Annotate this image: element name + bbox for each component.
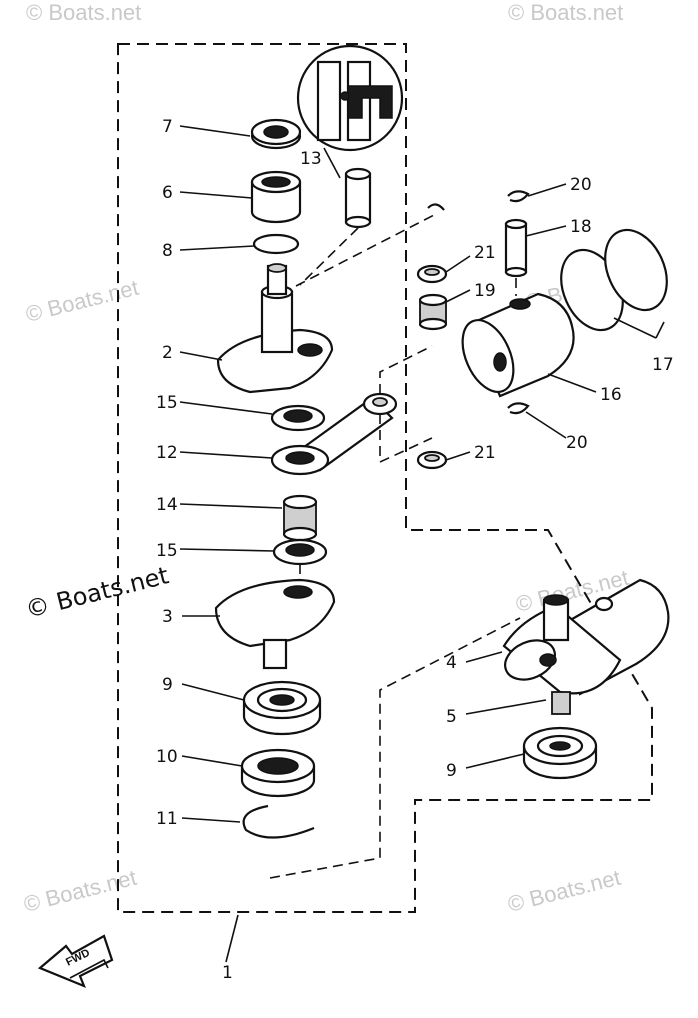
callout-21a: 21 xyxy=(474,243,496,263)
part-16-piston xyxy=(461,292,575,398)
part-9-ball-bearing-right xyxy=(522,726,598,780)
assembly-path xyxy=(269,617,521,879)
watermark: © Boats.net xyxy=(23,275,141,327)
part-17-piston-rings xyxy=(560,228,668,332)
watermark: © Boats.net xyxy=(21,865,139,917)
part-6-bushing xyxy=(250,170,302,224)
callout-21b: 21 xyxy=(474,443,496,463)
forward-arrow-icon: FWD xyxy=(37,934,114,989)
callout-3: 3 xyxy=(162,607,173,627)
callout-18: 18 xyxy=(570,217,592,237)
callout-17: 17 xyxy=(652,355,674,375)
callout-19: 19 xyxy=(474,281,496,301)
callout-2: 2 xyxy=(162,343,173,363)
part-15-needle-bearing-lower xyxy=(272,538,328,566)
leader-line xyxy=(225,914,239,963)
callout-12: 12 xyxy=(156,443,178,463)
callout-13: 13 xyxy=(300,149,322,169)
callout-15a: 15 xyxy=(156,393,178,413)
callout-7: 7 xyxy=(162,117,173,137)
callout-6: 6 xyxy=(162,183,173,203)
part-8-o-ring xyxy=(252,233,300,255)
watermark: © Boats.net xyxy=(508,0,623,25)
watermark: © Boats.net xyxy=(26,0,141,25)
part-21-washer-lower xyxy=(416,450,448,470)
callout-14: 14 xyxy=(156,495,178,515)
watermark: © Boats.net xyxy=(505,865,623,917)
part-14-needle-bearing xyxy=(282,494,318,542)
part-19-needle-bearing xyxy=(418,293,448,331)
assembled-piston-rod xyxy=(502,578,670,715)
callout-11: 11 xyxy=(156,809,178,829)
callout-16: 16 xyxy=(600,385,622,405)
part-10-oil-seal xyxy=(240,748,316,798)
callout-1: 1 xyxy=(222,963,233,983)
part-retainer-clip xyxy=(427,203,445,211)
part-7-oil-seal xyxy=(250,118,302,150)
callout-15b: 15 xyxy=(156,541,178,561)
part-20-clip-upper xyxy=(507,190,530,203)
assembly-boundary xyxy=(117,43,653,913)
callout-labels: 7 13 6 8 2 15 12 14 15 3 9 10 11 1 20 18… xyxy=(156,117,674,983)
part-20-clip-lower xyxy=(507,402,530,415)
part-18-piston-pin xyxy=(504,218,528,278)
part-13-pin xyxy=(344,167,372,229)
callout-20a: 20 xyxy=(570,175,592,195)
watermark-dark: © Boats.net xyxy=(23,561,172,624)
part-21-washer-upper xyxy=(416,264,448,284)
callout-9a: 9 xyxy=(162,675,173,695)
callout-10: 10 xyxy=(156,747,178,767)
part-3-crankshaft-lower xyxy=(214,578,336,670)
callout-20b: 20 xyxy=(566,433,588,453)
pin-detail-inset xyxy=(296,44,404,152)
part-9-ball-bearing xyxy=(242,680,322,736)
callout-8: 8 xyxy=(162,241,173,261)
callout-5: 5 xyxy=(446,707,457,727)
callout-4: 4 xyxy=(446,653,457,673)
part-11-circlip xyxy=(242,804,315,839)
part-12-connecting-rod xyxy=(270,392,398,476)
part-15-needle-bearing-upper xyxy=(270,404,326,432)
callout-9b: 9 xyxy=(446,761,457,781)
part-2-crankshaft-upper xyxy=(216,263,334,394)
